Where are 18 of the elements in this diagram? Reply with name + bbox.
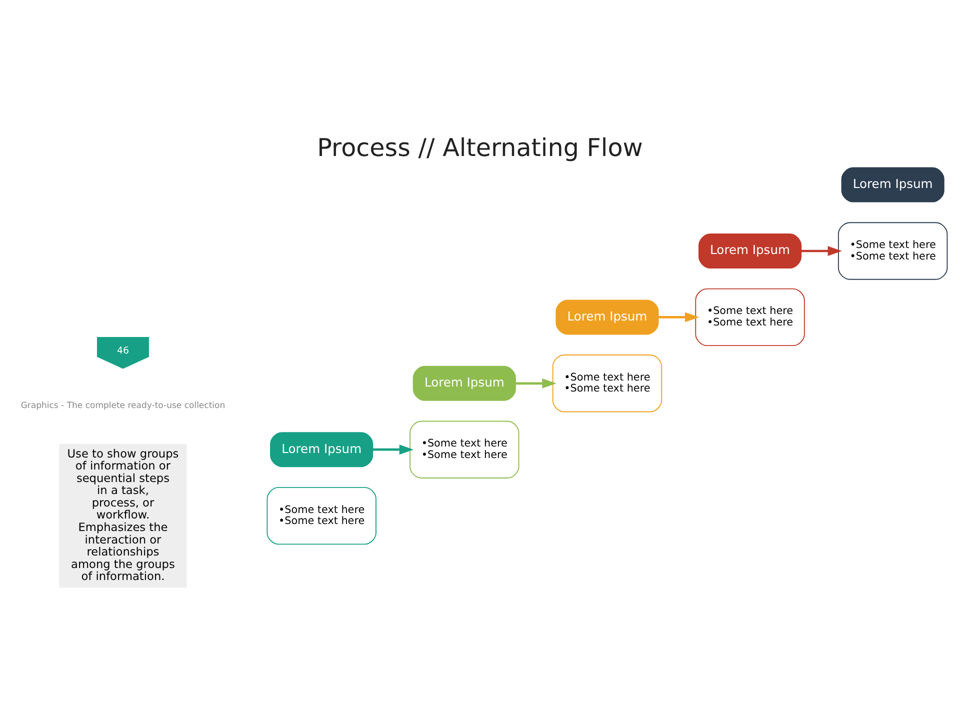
arrow — [658, 312, 700, 322]
arrow — [516, 378, 556, 388]
node-box: •Some text here •Some text here — [838, 222, 948, 280]
node-box: •Some text here •Some text here — [410, 420, 520, 478]
label: Use to show groups of information or sequential steps in a task, process, or workflow. Emphasizes the interaction or relationships among the groups of information. — [67, 446, 179, 584]
diagram-title: Process // Alternating Flow — [317, 133, 643, 162]
node-box: •Some text here •Some text here — [552, 354, 662, 412]
node-box: •Some text here •Some text here — [695, 288, 805, 346]
node-box: Lorem Ipsum — [698, 234, 802, 268]
label: Graphics - The complete ready-to-use collection — [20, 401, 226, 412]
node-box: Lorem Ipsum — [412, 366, 516, 401]
node-box: Lorem Ipsum — [556, 300, 659, 335]
arrow — [373, 444, 414, 455]
node-box: •Some text here •Some text here — [266, 486, 376, 545]
node-box: Lorem Ipsum — [270, 432, 374, 468]
arrow — [801, 246, 842, 256]
label: 46 — [116, 346, 129, 357]
node-box: Lorem Ipsum — [841, 167, 944, 202]
